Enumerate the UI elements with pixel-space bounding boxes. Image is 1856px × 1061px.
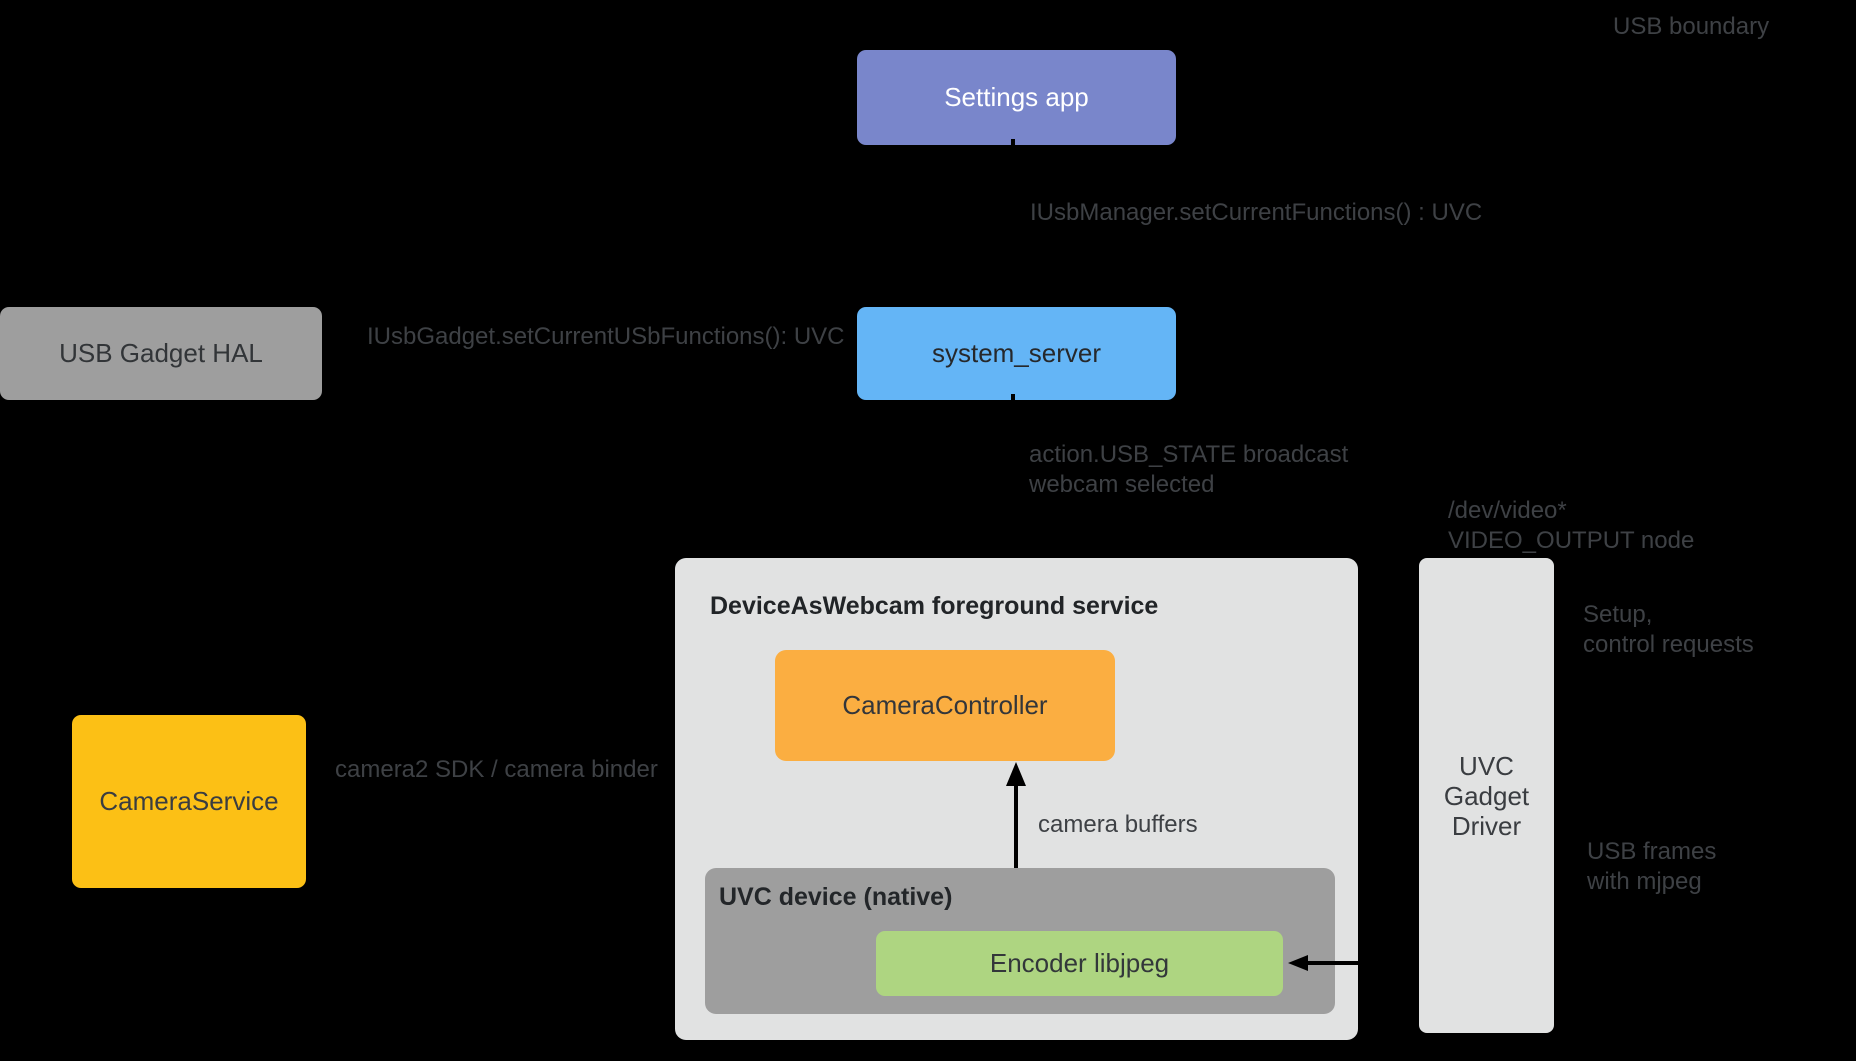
setup-control-label-line2: control requests — [1583, 631, 1754, 658]
usb-state-label: action.USB_STATE broadcast webcam select… — [1029, 440, 1348, 500]
usb-frames-label-line2: with mjpeg — [1587, 868, 1702, 895]
dev-video-label-line2: VIDEO_OUTPUT node — [1448, 527, 1695, 554]
uvc-gadget-driver-line1: UVC — [1459, 750, 1514, 781]
usb-gadget-hal-node: USB Gadget HAL — [0, 307, 322, 400]
usb-state-label-line2: webcam selected — [1029, 471, 1215, 498]
camera-controller-node: CameraController — [775, 650, 1115, 761]
arrow-head-left-icon — [1288, 955, 1308, 971]
settings-to-system-connector — [1011, 139, 1015, 301]
iusbmanager-label: IUsbManager.setCurrentFunctions() : UVC — [1030, 199, 1483, 226]
dev-video-label-line1: /dev/video* — [1448, 497, 1567, 524]
dev-video-label: /dev/video* VIDEO_OUTPUT node — [1448, 496, 1694, 556]
system-server-node: system_server — [857, 307, 1176, 400]
settings-app-node: Settings app — [857, 50, 1176, 145]
uvc-device-header: UVC device (native) — [719, 883, 953, 911]
camera-buffers-arrow-shaft — [1014, 784, 1018, 910]
usb-frames-label: USB frames with mjpeg — [1587, 837, 1716, 897]
device-as-webcam-header: DeviceAsWebcam foreground service — [710, 592, 1159, 620]
iusbgadget-label: IUsbGadget.setCurrentUSbFunctions(): UVC — [367, 323, 845, 350]
setup-control-label: Setup, control requests — [1583, 600, 1754, 660]
uvc-gadget-driver-node: UVC Gadget Driver — [1419, 558, 1554, 1033]
arrow-head-up-icon — [1006, 762, 1026, 786]
usb-frames-arrow-shaft — [1306, 961, 1420, 965]
camera-buffers-label: camera buffers — [1038, 811, 1198, 838]
camera-service-node: CameraService — [72, 715, 306, 888]
setup-control-label-line1: Setup, — [1583, 601, 1653, 628]
usb-boundary-label: USB boundary — [1613, 13, 1770, 40]
camera2-sdk-label: camera2 SDK / camera binder — [335, 756, 658, 783]
uvc-gadget-driver-line3: Driver — [1451, 810, 1522, 841]
usb-frames-label-line1: USB frames — [1587, 838, 1717, 865]
usb-state-label-line1: action.USB_STATE broadcast — [1029, 441, 1349, 468]
uvc-gadget-driver-line2: Gadget — [1443, 780, 1530, 811]
system-to-service-connector — [1011, 394, 1015, 552]
encoder-libjpeg-node: Encoder libjpeg — [876, 931, 1283, 996]
